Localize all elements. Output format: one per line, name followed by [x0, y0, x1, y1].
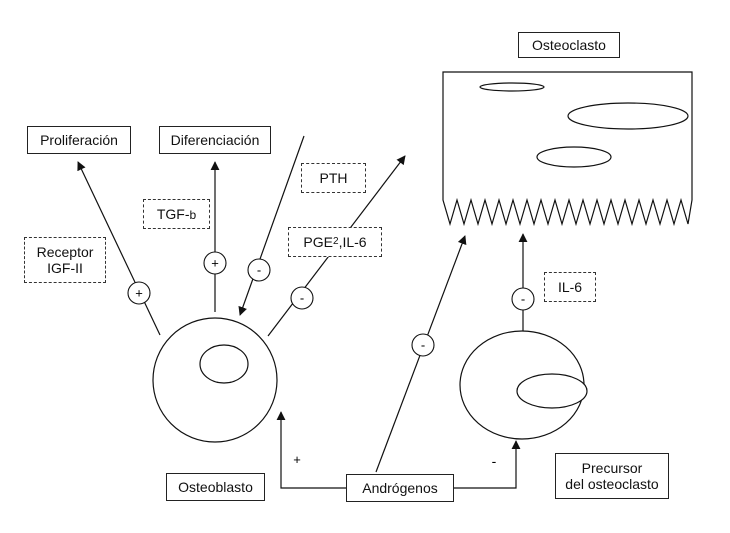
sign-androgen-precursor: -: [492, 453, 497, 469]
sign-circle-pth: [247, 258, 271, 282]
sign-circle-il6: [511, 287, 535, 311]
diferenciacion-label: Diferenciación: [159, 126, 271, 154]
il6-label: IL-6: [544, 272, 596, 302]
sign-pge: -: [300, 291, 304, 306]
receptor-label: Receptor IGF-II: [24, 237, 106, 283]
sign-diferenciacion: +: [211, 256, 219, 271]
sign-circle-androgen-osteoclast: [411, 333, 435, 357]
sign-androgen-osteoblast: +: [293, 452, 301, 467]
sign-il6: -: [521, 292, 525, 307]
arrow-to-proliferacion: [77, 161, 161, 336]
pth-label: PTH: [301, 163, 366, 193]
osteoclast-nucleus-3: [536, 146, 612, 168]
androgenos-label: Andrógenos: [346, 474, 454, 502]
osteoclast-nucleus-1: [479, 82, 545, 92]
sign-pth: -: [257, 263, 261, 278]
osteoclast-nucleus-2: [567, 102, 689, 130]
arrow-androgen-to-precursor: [454, 440, 521, 489]
osteoblasto-label: Osteoblasto: [166, 473, 265, 501]
tgf-label: TGF-b: [143, 199, 210, 229]
arrow-pth: [238, 135, 305, 316]
sign-proliferacion: +: [135, 286, 143, 301]
arrow-androgen-to-osteoblast: [276, 411, 346, 489]
proliferacion-label: Proliferación: [27, 126, 131, 154]
sign-circle-diferenciacion: [203, 251, 227, 275]
sign-circle-pge: [290, 286, 314, 310]
precursor-label: Precursor del osteoclasto: [555, 453, 669, 499]
osteoblast-nucleus: [199, 344, 249, 384]
sign-androgen-osteoclast: -: [421, 338, 425, 353]
sign-circle-proliferacion: [127, 281, 151, 305]
osteoclasto-label: Osteoclasto: [518, 32, 620, 58]
precursor-nucleus: [516, 373, 588, 409]
